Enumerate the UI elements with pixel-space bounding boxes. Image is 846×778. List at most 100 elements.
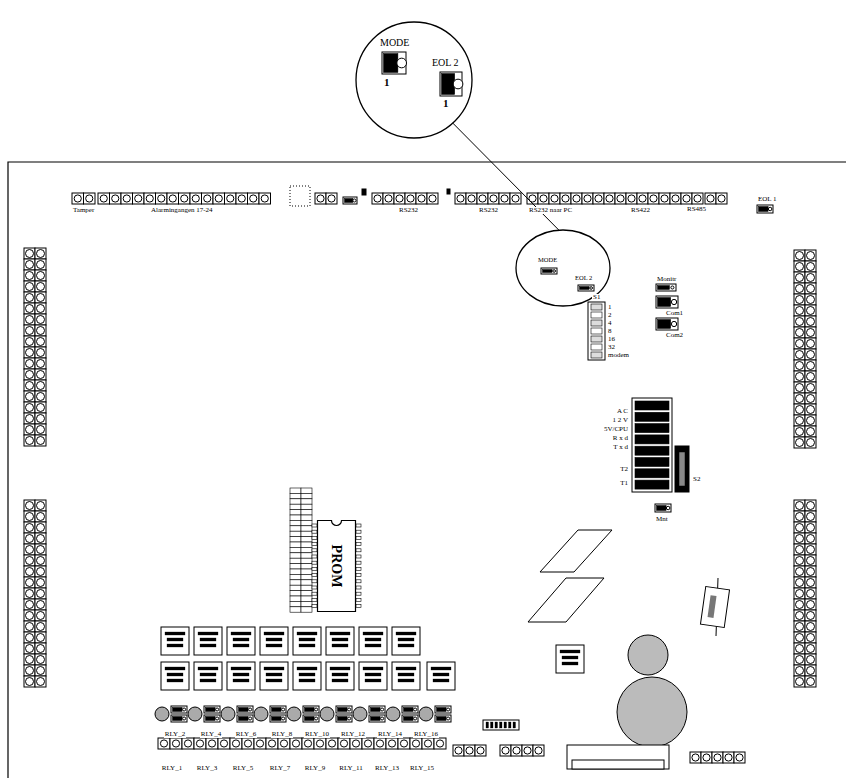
connector-pin xyxy=(500,722,503,728)
terminal xyxy=(604,193,615,204)
pin xyxy=(26,513,34,521)
pin xyxy=(807,667,815,675)
jumper-cap xyxy=(404,708,414,712)
pin-cell xyxy=(24,358,35,369)
pin-cell xyxy=(805,294,816,305)
relay-mark xyxy=(233,679,249,682)
pin xyxy=(796,678,804,686)
pin xyxy=(26,579,34,587)
jumper-label: Com1 xyxy=(665,310,684,317)
pin-cell xyxy=(805,621,816,632)
pin xyxy=(796,318,804,326)
terminal xyxy=(582,193,593,204)
pin xyxy=(796,384,804,392)
terminal-screw xyxy=(256,740,263,747)
pin xyxy=(26,316,34,324)
pin xyxy=(796,502,804,510)
pin-cell xyxy=(794,338,805,349)
jumper-cap xyxy=(658,286,670,290)
pin xyxy=(807,395,815,403)
led xyxy=(254,707,268,721)
jumper-body xyxy=(402,706,418,713)
terminal xyxy=(464,745,475,756)
pin xyxy=(26,557,34,565)
terminal xyxy=(549,193,560,204)
jumper xyxy=(656,284,676,291)
signal-name: T2 xyxy=(619,466,629,473)
circle-outline xyxy=(516,230,610,306)
terminal xyxy=(218,738,230,749)
jumper-label: Monitr xyxy=(656,276,677,283)
terminal xyxy=(475,745,486,756)
pin-cell xyxy=(24,577,35,588)
pin-cell xyxy=(290,515,301,520)
pin-cell xyxy=(805,599,816,610)
chip-pin xyxy=(312,586,317,589)
pin xyxy=(26,338,34,346)
connector xyxy=(483,720,519,730)
connector-label: RS485 xyxy=(686,206,707,213)
relay-mark xyxy=(264,667,284,670)
chip-pin xyxy=(312,605,317,608)
connector-pin xyxy=(491,722,494,728)
pin-cell xyxy=(290,488,301,493)
relay-mark xyxy=(562,656,578,659)
terminal xyxy=(716,193,727,204)
terminal-screw xyxy=(232,740,239,747)
pin xyxy=(26,349,34,357)
terminal-screw xyxy=(196,740,203,747)
pin-cell xyxy=(301,547,312,552)
relay-mark xyxy=(396,632,416,635)
pin-cell xyxy=(24,292,35,303)
chip-pin xyxy=(356,561,361,564)
terminal-screw xyxy=(455,747,462,754)
pin-cell xyxy=(24,424,35,435)
pin-cell xyxy=(35,676,46,687)
pin-cell xyxy=(290,591,301,596)
jumper-body xyxy=(303,715,319,722)
relay-mark xyxy=(431,667,451,670)
pin-cell xyxy=(301,607,312,612)
relay-mark xyxy=(266,638,282,641)
callout-circle: MODE1EOL 21 xyxy=(356,22,472,138)
pin-cell xyxy=(301,504,312,509)
terminal-screw xyxy=(227,195,234,202)
signal-name: 1 2 V xyxy=(612,417,629,424)
relay xyxy=(427,662,455,690)
relay xyxy=(326,627,354,655)
relay-mark xyxy=(233,673,249,676)
terminal-screw xyxy=(479,195,486,202)
terminal-screw xyxy=(172,740,179,747)
capacitor-top xyxy=(617,677,687,747)
pin-cell xyxy=(290,607,301,612)
pin-cell xyxy=(24,347,35,358)
jumper xyxy=(270,706,286,713)
jumper-body xyxy=(237,706,253,713)
pin-cell xyxy=(35,566,46,577)
jumper-cap xyxy=(173,708,183,712)
relay-body xyxy=(326,627,354,655)
jumper-pin xyxy=(447,708,450,711)
terminal-screw xyxy=(650,195,657,202)
pin xyxy=(807,502,815,510)
prom-chip: PROM xyxy=(317,520,356,612)
jumper-cap xyxy=(404,717,414,721)
pin xyxy=(26,656,34,664)
jumper-pin xyxy=(353,199,356,202)
pin-cell xyxy=(794,522,805,533)
relay-label: RLY_11 xyxy=(338,765,364,772)
connector-label: Alarmingangen 17-24 xyxy=(150,207,214,214)
terminal-screw xyxy=(628,195,635,202)
terminal xyxy=(615,193,626,204)
jumper-cap xyxy=(305,717,315,721)
signal-name: T1 xyxy=(619,480,629,487)
pin xyxy=(37,327,45,335)
pin-cell xyxy=(290,564,301,569)
pin-cell xyxy=(35,391,46,402)
pin xyxy=(26,667,34,675)
pin-cell xyxy=(794,272,805,283)
dip-lever xyxy=(635,424,669,433)
pin xyxy=(37,634,45,642)
jumper-pin xyxy=(183,708,186,711)
pin xyxy=(796,601,804,609)
